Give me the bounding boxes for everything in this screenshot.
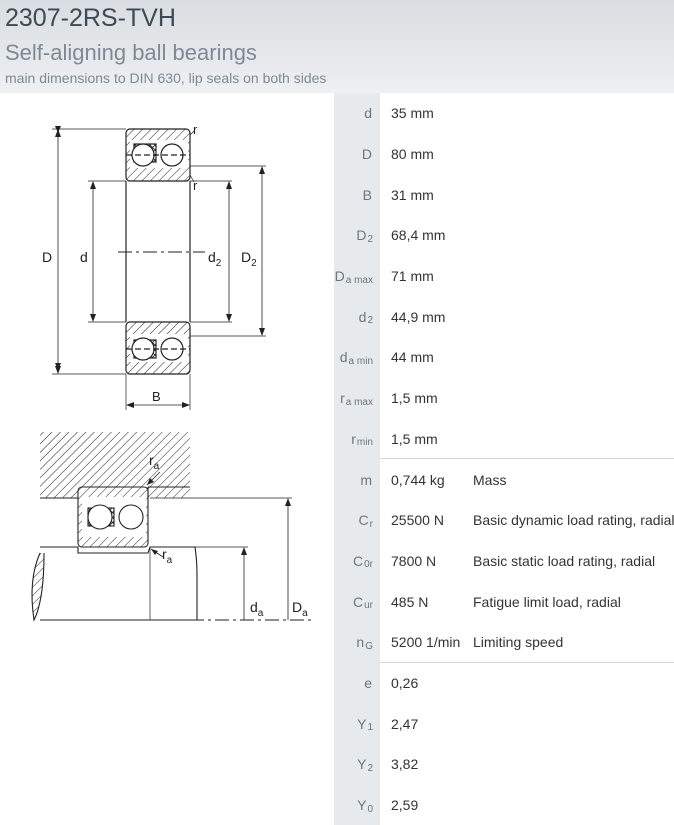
spec-value: 44 mm — [391, 349, 434, 366]
label-ra-top: ra — [149, 452, 160, 472]
bearing-lower-section — [125, 321, 191, 375]
spec-symbol: D — [334, 133, 380, 175]
spec-value: 35 mm — [391, 105, 434, 122]
page-header: 2307-2RS-TVH Self-aligning ball bearings… — [0, 0, 674, 93]
product-title: 2307-2RS-TVH — [5, 4, 176, 32]
spec-value: 25500 N — [391, 512, 444, 529]
spec-value: 1,5 mm — [391, 390, 438, 407]
drawing2-labels: ra ra da Da — [149, 452, 308, 619]
drawing1-labels: r r D d d2 D2 B — [42, 122, 257, 404]
label-ra-bottom: ra — [162, 546, 173, 566]
spec-value: 7800 N — [391, 552, 437, 569]
technical-drawings: r r D d d2 D2 B — [0, 93, 335, 800]
mounting-drawing — [31, 432, 315, 622]
spec-row: e 0,26 — [334, 662, 674, 704]
spec-value: 0,744 kg — [391, 471, 445, 488]
spec-symbol: B — [334, 174, 380, 216]
spec-value: 1,5 mm — [391, 430, 438, 447]
spec-value: 31 mm — [391, 186, 434, 203]
bearing-drawings-svg: r r D d d2 D2 B — [31, 122, 315, 622]
spec-symbol: e — [334, 662, 380, 704]
spec-value: 5200 1/min — [391, 634, 461, 651]
spec-description: Basic dynamic load rating, radial — [473, 512, 674, 529]
product-description: main dimensions to DIN 630, lip seals on… — [5, 70, 327, 86]
spec-row: m 0,744 kg Mass — [334, 459, 674, 500]
label-D2: D2 — [241, 249, 257, 269]
spec-description: Basic static load rating, radial — [473, 552, 656, 569]
spec-row: B 31 mm — [334, 174, 674, 216]
spec-value: 0,26 — [391, 674, 419, 691]
label-Da: Da — [292, 599, 308, 619]
spec-row: d 35 mm — [334, 93, 674, 134]
product-subtitle: Self-aligning ball bearings — [5, 40, 257, 65]
spec-value: 44,9 mm — [391, 308, 446, 325]
spec-value: 3,82 — [391, 756, 419, 773]
spec-value: 71 mm — [391, 268, 434, 285]
label-D: D — [42, 249, 52, 265]
spec-description: Mass — [473, 471, 507, 488]
label-r-mid: r — [193, 178, 198, 193]
spec-description: Fatigue limit load, radial — [473, 593, 621, 610]
label-d: d — [80, 249, 88, 265]
label-r-top: r — [193, 122, 198, 137]
bearing-upper-section — [125, 128, 191, 182]
spec-value: 2,59 — [391, 797, 419, 814]
spec-description: Limiting speed — [473, 634, 564, 651]
bearing-section-drawing — [52, 126, 266, 410]
spec-symbol: d — [334, 93, 380, 134]
spec-value: 485 N — [391, 593, 429, 610]
spec-value: 80 mm — [391, 146, 434, 163]
spec-value: 68,4 mm — [391, 227, 446, 244]
label-da: da — [250, 599, 264, 619]
spec-value: 2,47 — [391, 715, 419, 732]
label-d2: d2 — [208, 249, 222, 269]
label-B: B — [152, 389, 161, 404]
spec-symbol: m — [334, 459, 380, 500]
spec-row: D 80 mm — [334, 133, 674, 175]
